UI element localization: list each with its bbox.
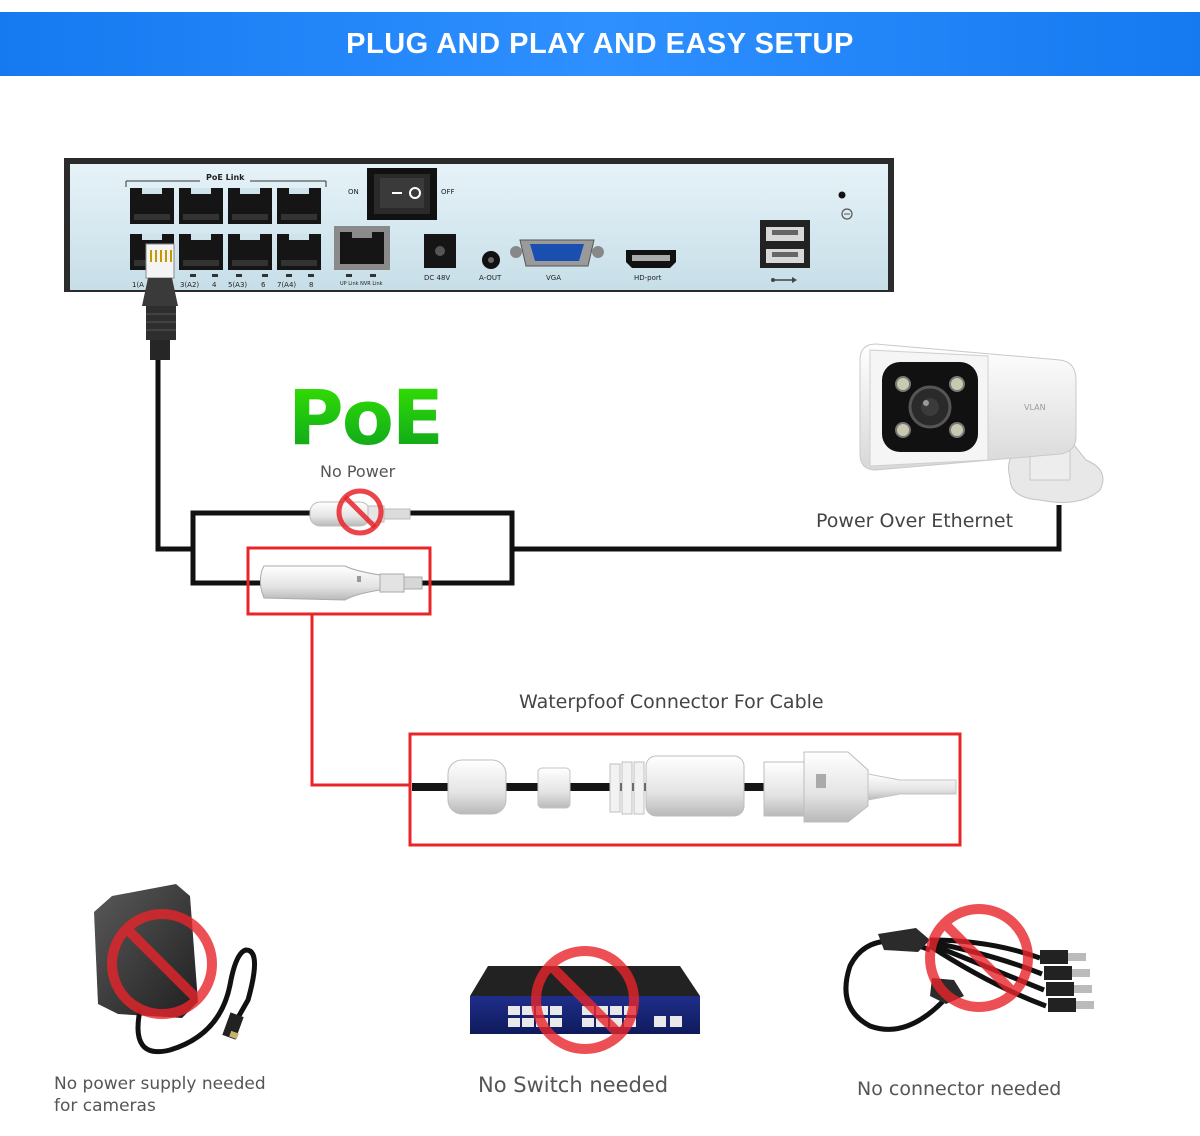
port-label: 7(A4) bbox=[277, 281, 297, 289]
poe-logo: PoE bbox=[288, 373, 444, 462]
connector-link-line bbox=[310, 614, 410, 787]
no-power-supply-prohibited-icon bbox=[107, 909, 217, 1019]
splitter-caption: No connector needed bbox=[857, 1078, 1062, 1100]
port-label: 4 bbox=[212, 281, 217, 289]
camera-brand: VLAN bbox=[1024, 403, 1046, 412]
nvr-recorder bbox=[64, 158, 894, 292]
poe-port-icon bbox=[130, 188, 174, 224]
dc-label: DC 48V bbox=[424, 274, 451, 282]
no-connector-prohibited-icon bbox=[925, 904, 1033, 1012]
aout-label: A-OUT bbox=[479, 274, 502, 282]
page-title: PLUG AND PLAY AND EASY SETUP bbox=[346, 27, 854, 60]
port-label: 1(A bbox=[132, 281, 144, 289]
port-label: 5(A3) bbox=[228, 281, 248, 289]
poe-port-icon bbox=[277, 188, 321, 224]
header-banner: PLUG AND PLAY AND EASY SETUP bbox=[0, 12, 1200, 76]
power-supply-caption-line1: No power supply needed bbox=[54, 1074, 266, 1094]
power-supply-caption-line2: for cameras bbox=[54, 1096, 156, 1116]
camera-label: Power Over Ethernet bbox=[816, 510, 1014, 532]
connector-label: Waterpfoof Connector For Cable bbox=[519, 691, 824, 713]
port-label: 8 bbox=[309, 281, 314, 289]
poe-port-icon bbox=[179, 234, 223, 270]
poe-port-icon bbox=[228, 234, 272, 270]
bullet-camera bbox=[859, 343, 1104, 503]
poe-port-icon bbox=[228, 188, 272, 224]
ethernet-plug bbox=[142, 243, 178, 360]
no-power-prohibited-icon bbox=[336, 488, 384, 536]
hdmi-label: HD-port bbox=[634, 274, 662, 282]
vga-label: VGA bbox=[546, 274, 562, 282]
poe-port-icon bbox=[277, 234, 321, 270]
switch-off-label: OFF bbox=[441, 188, 455, 196]
poe-port-icon bbox=[179, 188, 223, 224]
no-power-label: No Power bbox=[320, 462, 396, 481]
switch-on-label: ON bbox=[348, 188, 359, 196]
uplink-label: UP Link NVR Link bbox=[340, 281, 383, 287]
switch-caption: No Switch needed bbox=[478, 1073, 669, 1097]
port-label: 6 bbox=[261, 281, 266, 289]
power-adapter bbox=[94, 884, 257, 1054]
poe-link-label: PoE Link bbox=[206, 173, 245, 182]
waterproof-connector bbox=[408, 732, 962, 847]
poe-injector bbox=[246, 546, 432, 616]
no-switch-prohibited-icon bbox=[531, 946, 639, 1054]
port-label: 3(A2) bbox=[180, 281, 200, 289]
